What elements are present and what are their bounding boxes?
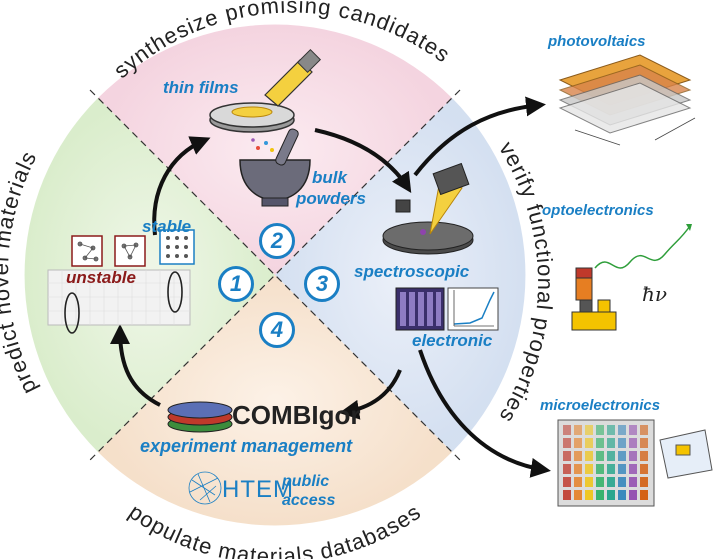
electronic-label: electronic: [412, 331, 493, 350]
microelectronics-image: [557, 419, 713, 507]
step-2-badge: 2: [259, 223, 295, 259]
cycle-arrows: [110, 96, 551, 478]
photovoltaics-label: photovoltaics: [548, 33, 646, 50]
experiment-management-label: experiment management: [140, 436, 353, 456]
microelectronics-label: microelectronics: [540, 397, 661, 414]
htem-logo-icon: [188, 471, 222, 505]
spectroscopic-label: spectroscopic: [354, 262, 470, 281]
thin-films-icon: [209, 48, 322, 133]
unstable-label: unstable: [66, 268, 136, 287]
optoelectronics-label: optoelectronics: [542, 202, 654, 219]
powders-label: powders: [296, 189, 366, 208]
mortar-pestle-icon: [239, 128, 311, 207]
public-label: public: [282, 473, 330, 490]
periodic-table-icon: [47, 269, 191, 334]
photovoltaics-image: [558, 54, 696, 146]
spectroscopy-instrument-icon: [382, 162, 474, 255]
htem-label: HTEM: [222, 476, 294, 503]
optoelectronics-image: [571, 224, 692, 331]
electronic-measurement-icon: [395, 287, 499, 331]
photon-energy-label: ħν: [642, 282, 668, 306]
combigor-logo-icon: [167, 401, 233, 433]
stable-label: stable: [142, 217, 192, 236]
bulk-label: bulk: [312, 168, 347, 187]
step-4-badge: 4: [259, 312, 295, 348]
step-1-badge: 1: [218, 266, 254, 302]
combigor-label: COMBIgor: [232, 400, 361, 430]
access-label: access: [282, 492, 336, 509]
step-3-badge: 3: [304, 266, 340, 302]
crystal-structure-icons: [71, 229, 195, 267]
thin-films-label: thin films: [163, 78, 239, 97]
